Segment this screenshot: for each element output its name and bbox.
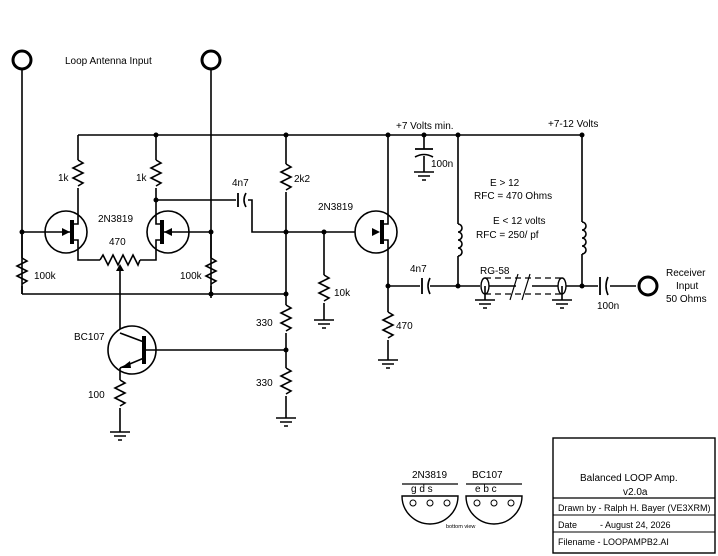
q-follower-label: 2N3819 xyxy=(318,202,353,213)
coax-label: RG-58 xyxy=(480,266,510,277)
r-100k-left-label: 100k xyxy=(34,271,57,282)
r-1k-right-label: 1k xyxy=(136,173,148,184)
date-value: - August 24, 2026 xyxy=(600,520,671,530)
receiver-label-1: Receiver xyxy=(666,268,706,279)
jfet-right xyxy=(146,210,211,254)
antenna-terminal-left[interactable] xyxy=(11,49,33,71)
pinout-bjt-pins: e b c xyxy=(475,484,497,495)
supply-7v-label: +7 Volts min. xyxy=(396,121,454,132)
supply-terminal-dot xyxy=(579,132,585,138)
r-2k2-label: 2k2 xyxy=(294,174,311,185)
resistor-470 xyxy=(381,311,395,339)
r-330-upper-label: 330 xyxy=(256,318,273,329)
resistor-10k xyxy=(317,274,331,302)
resistor-330-upper xyxy=(279,304,293,332)
supply-rx-label: +7-12 Volts xyxy=(548,119,598,130)
jfet-follower xyxy=(354,135,398,312)
rf-choke-1 xyxy=(457,223,463,257)
capacitor-100n-decoupling xyxy=(414,148,434,158)
title-line-2: v2.0a xyxy=(623,487,648,498)
resistor-100 xyxy=(113,379,127,407)
rfc-note-4: RFC = 250/ pf xyxy=(476,230,539,241)
jfet-left xyxy=(22,210,88,254)
receiver-label-3: 50 Ohms xyxy=(666,294,707,305)
loop-input-label: Loop Antenna Input xyxy=(65,56,152,67)
r-100-label: 100 xyxy=(88,390,105,401)
potentiometer-470[interactable] xyxy=(99,253,141,282)
date-label: Date xyxy=(558,520,577,530)
pinout-caption: bottom view xyxy=(446,524,475,530)
r-100k-right-label: 100k xyxy=(180,271,203,282)
resistor-2k2 xyxy=(279,163,293,191)
wire-coupling-gate xyxy=(248,199,362,233)
pinout-bjt-name: BC107 xyxy=(472,470,503,481)
c-4n7-output-label: 4n7 xyxy=(410,264,427,275)
rf-choke-2 xyxy=(581,221,587,255)
pinout-bc107 xyxy=(465,483,523,525)
title-block xyxy=(552,437,716,554)
coax-rg58 xyxy=(475,273,572,309)
resistor-1k-right xyxy=(149,159,163,187)
resistor-100k-left xyxy=(15,257,29,285)
capacitor-100n-output xyxy=(599,276,609,296)
q-pair-label: 2N3819 xyxy=(98,214,133,225)
c-100n-decoupling-label: 100n xyxy=(431,159,453,170)
antenna-terminal-right[interactable] xyxy=(200,49,222,71)
resistor-330-lower xyxy=(279,367,293,395)
r-10k-label: 10k xyxy=(334,288,351,299)
resistor-1k-left xyxy=(71,159,85,187)
rfc-note-2: RFC = 470 Ohms xyxy=(474,191,552,202)
pinout-fet-pins: g d s xyxy=(411,484,433,495)
ground-symbol xyxy=(314,319,334,329)
drawn-by: Drawn by - Ralph H. Bayer (VE3XRM) xyxy=(558,503,711,513)
resistor-100k-right xyxy=(204,257,218,285)
q-bjt-label: BC107 xyxy=(74,332,105,343)
junction xyxy=(455,283,461,289)
ground-symbol xyxy=(378,359,398,369)
receiver-label-2: Input xyxy=(676,281,698,292)
capacitor-4n7-coupling xyxy=(237,192,247,208)
c-100n-output-label: 100n xyxy=(597,301,619,312)
ground-symbol xyxy=(110,431,130,441)
junction xyxy=(455,132,461,138)
capacitor-4n7-output xyxy=(421,277,431,295)
rfc-note-3: E < 12 volts xyxy=(493,216,546,227)
pinout-2n3819 xyxy=(401,483,459,525)
bjt-bc107 xyxy=(107,325,286,375)
ground-symbol xyxy=(276,417,296,427)
rfc-note-1: E > 12 xyxy=(490,178,520,189)
filename: Filename - LOOPAMPB2.AI xyxy=(558,537,669,547)
r-1k-left-label: 1k xyxy=(58,173,70,184)
wire-pot xyxy=(77,254,157,261)
r-330-lower-label: 330 xyxy=(256,378,273,389)
r-470-label: 470 xyxy=(396,321,413,332)
title-line-1: Balanced LOOP Amp. xyxy=(580,473,678,484)
pinout-fet-name: 2N3819 xyxy=(412,470,447,481)
c-4n7-coupling-label: 4n7 xyxy=(232,178,249,189)
pot-470-label: 470 xyxy=(109,237,126,248)
receiver-terminal[interactable] xyxy=(637,275,659,297)
ground-symbol xyxy=(414,171,434,181)
